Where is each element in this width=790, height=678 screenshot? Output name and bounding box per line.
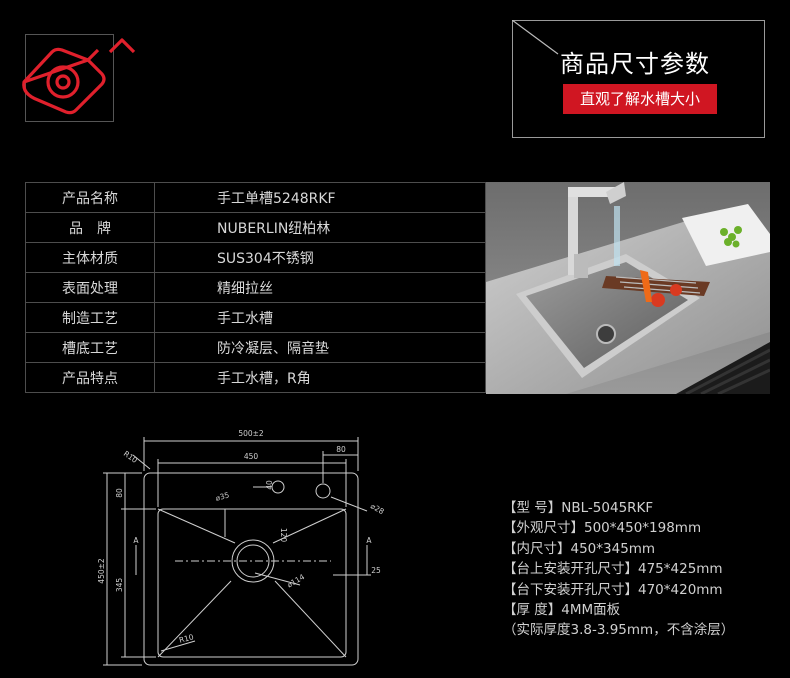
dim-inner-height: 345 bbox=[115, 578, 124, 593]
spec-value: 精细拉丝 bbox=[154, 272, 486, 303]
spec-top-cutout: 【台上安装开孔尺寸】475*425mm bbox=[503, 561, 723, 578]
spec-key: 制造工艺 bbox=[25, 302, 155, 333]
dim-tap-offset: 80 bbox=[336, 445, 346, 454]
table-row: 品 牌 NUBERLIN纽柏林 bbox=[25, 212, 486, 243]
spec-note: （实际厚度3.8-3.95mm，不含涂层） bbox=[503, 622, 735, 639]
title-corner-line bbox=[512, 20, 559, 55]
subtitle-badge: 直观了解水槽大小 bbox=[563, 84, 717, 114]
section-left-label: A bbox=[133, 536, 139, 545]
hole-tap-label: ⌀35 bbox=[214, 490, 230, 502]
page-title: 商品尺寸参数 bbox=[560, 50, 710, 78]
dim-outer-width: 500±2 bbox=[238, 429, 264, 438]
spec-key: 槽底工艺 bbox=[25, 332, 155, 363]
spec-value: SUS304不锈钢 bbox=[154, 242, 486, 273]
spec-value: 手工水槽，R角 bbox=[154, 362, 486, 393]
spec-value: NUBERLIN纽柏林 bbox=[154, 212, 486, 243]
side-margin-label: 25 bbox=[371, 566, 381, 575]
spec-key: 主体材质 bbox=[25, 242, 155, 273]
spec-thickness: 【厚 度】4MM面板 bbox=[503, 602, 621, 619]
spec-key: 品 牌 bbox=[25, 212, 155, 243]
spec-under-cutout: 【台下安装开孔尺寸】470*420mm bbox=[503, 581, 723, 598]
hole-right-label: ⌀28 bbox=[369, 501, 386, 516]
table-row: 产品名称 手工单槽5248RKF bbox=[25, 182, 486, 213]
drain-offset-label: 120 bbox=[279, 528, 288, 543]
dim-inner-width: 450 bbox=[244, 452, 259, 461]
spec-list: 【型 号】NBL-5045RKF 【外观尺寸】500*450*198mm 【内尺… bbox=[503, 498, 734, 641]
spec-table: 产品名称 手工单槽5248RKF 品 牌 NUBERLIN纽柏林 主体材质 SU… bbox=[25, 182, 486, 393]
product-photo bbox=[486, 182, 770, 394]
section-right-label: A bbox=[366, 536, 372, 545]
hole-spacing-label: 40 bbox=[265, 480, 274, 490]
drain-diameter-label: ⌀114 bbox=[285, 572, 306, 589]
spec-key: 产品名称 bbox=[25, 182, 155, 213]
table-row: 产品特点 手工水槽，R角 bbox=[25, 362, 486, 393]
table-row: 表面处理 精细拉丝 bbox=[25, 272, 486, 303]
technical-drawing: 500±2 450 80 450±2 345 80 R10 R10 ⌀35 ⌀2… bbox=[97, 429, 386, 666]
table-row: 主体材质 SUS304不锈钢 bbox=[25, 242, 486, 273]
dim-outer-height: 450±2 bbox=[97, 558, 106, 584]
spec-value: 手工水槽 bbox=[154, 302, 486, 333]
spec-value: 防冷凝层、隔音垫 bbox=[154, 332, 486, 363]
spec-key: 产品特点 bbox=[25, 362, 155, 393]
dim-top-margin: 80 bbox=[115, 488, 124, 498]
corner-radius-outer: R10 bbox=[122, 449, 139, 465]
title-frame bbox=[512, 20, 765, 138]
spec-value: 手工单槽5248RKF bbox=[154, 182, 486, 213]
spec-outer-size: 【外观尺寸】500*450*198mm bbox=[503, 520, 702, 537]
table-row: 制造工艺 手工水槽 bbox=[25, 302, 486, 333]
corner-radius-inner: R10 bbox=[178, 632, 195, 645]
camera-outline-icon bbox=[22, 38, 136, 115]
spec-key: 表面处理 bbox=[25, 272, 155, 303]
logo-frame bbox=[25, 34, 114, 122]
spec-model: 【型 号】NBL-5045RKF bbox=[503, 500, 654, 516]
table-row: 槽底工艺 防冷凝层、隔音垫 bbox=[25, 332, 486, 363]
spec-inner-size: 【内尺寸】450*345mm bbox=[503, 540, 656, 557]
